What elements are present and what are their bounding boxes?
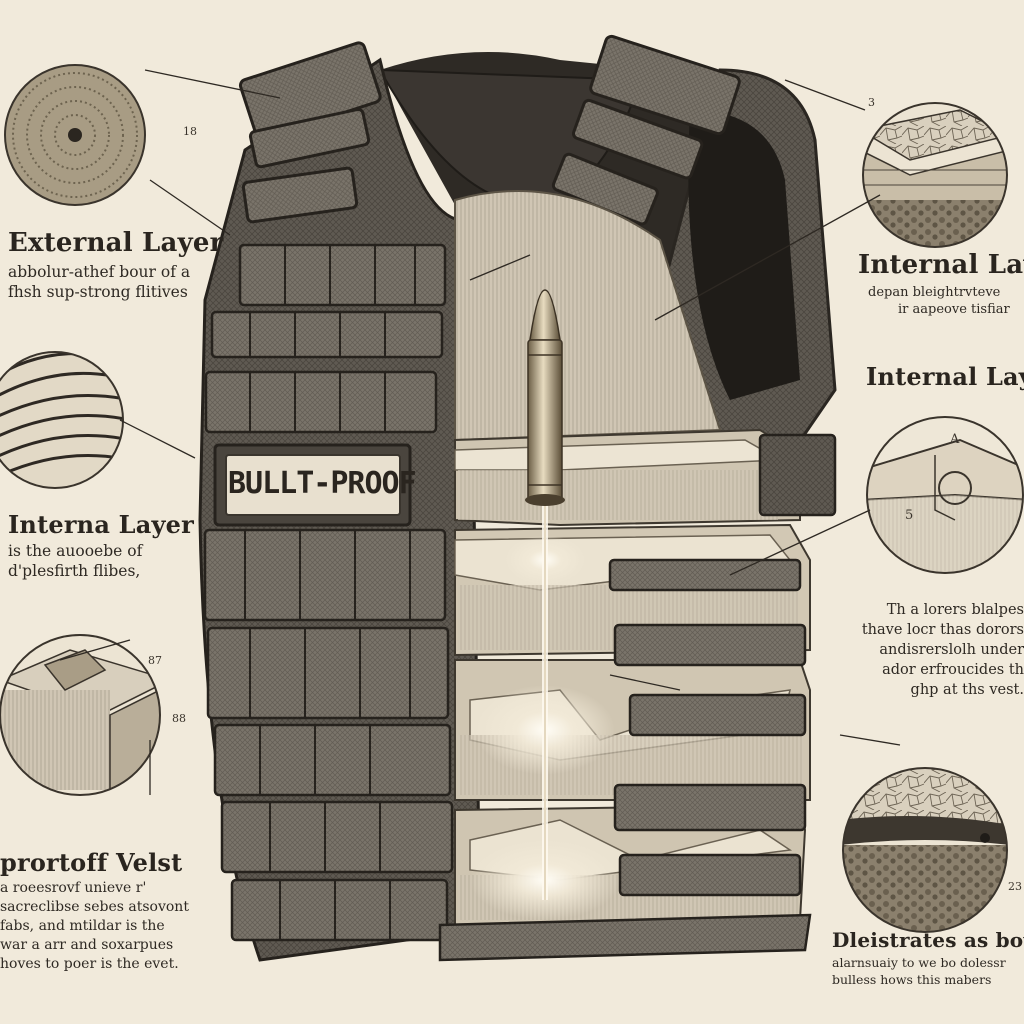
- label-number: A: [950, 432, 960, 447]
- leader-lines: [59, 69, 901, 795]
- callout-title: prortoff Velst: [0, 848, 183, 877]
- callout-description: Th a lorers blalpes thave locr thas doro…: [861, 602, 1024, 698]
- bullet-icon: [525, 289, 565, 506]
- label-number: 87: [148, 654, 162, 667]
- callout-external-layer: External Layer abbolur-athef bour of a f…: [8, 228, 224, 302]
- callout-title: External Layer: [8, 228, 224, 258]
- callout-layers-note: Th a lorers blalpes thave locr thas doro…: [850, 600, 1024, 700]
- detail-circle-layer-angle: [866, 416, 1024, 574]
- callout-title: Internal Layer: [858, 250, 1024, 280]
- callout-interna-layer: Interna Layer is the auooebe of d'plesfi…: [8, 510, 208, 581]
- callout-title: Dleistrates as bow: [832, 928, 1024, 952]
- label-number: 5: [905, 508, 914, 523]
- detail-circle-internal-layer: [862, 102, 1008, 248]
- detail-circle-layer-block: [0, 634, 161, 796]
- detail-circle-external-fibers: [4, 64, 146, 206]
- callout-vest: prortoff Velst a roeesrovf unieve r' sac…: [0, 848, 210, 974]
- bulletproof-vest-illustration: [198, 34, 837, 962]
- label-number: 23: [1008, 880, 1022, 893]
- shoulder-straps: [238, 34, 741, 226]
- label-number: 18: [183, 125, 197, 138]
- detail-circle-ceramic-layers: [842, 767, 1008, 933]
- callout-description: a roeesrovf unieve r' sacreclibse sebes …: [0, 880, 189, 972]
- callout-description: alarnsuaiy to we bo dolessr bulless hows…: [832, 955, 1006, 987]
- callout-description: is the auooebe of d'plesfirth flibes,: [8, 542, 143, 580]
- bullet-impact-trail: [470, 500, 620, 920]
- bulletproof-patch-label: BULLT-PROOF: [228, 466, 417, 501]
- label-number: 3: [868, 96, 875, 109]
- callout-internal-layer-top: Internal Layer depan bleightrvteve ir aa…: [858, 250, 1024, 318]
- molle-webbing: [203, 243, 454, 942]
- callout-title: Internal Layer: [866, 362, 1024, 391]
- callout-internal-layer-mid: Internal Layer: [866, 362, 1024, 391]
- callout-illustrates: Dleistrates as bow alarnsuaiy to we bo d…: [832, 928, 1024, 988]
- callout-description: depan bleightrvteve ir aapeove tisfiar: [868, 285, 1010, 317]
- label-number: 88: [172, 712, 186, 725]
- detail-circle-fiber-strands: [0, 351, 124, 489]
- callout-description: abbolur-athef bour of a fhsh sup-strong …: [8, 263, 191, 301]
- callout-title: Interna Layer: [8, 510, 194, 539]
